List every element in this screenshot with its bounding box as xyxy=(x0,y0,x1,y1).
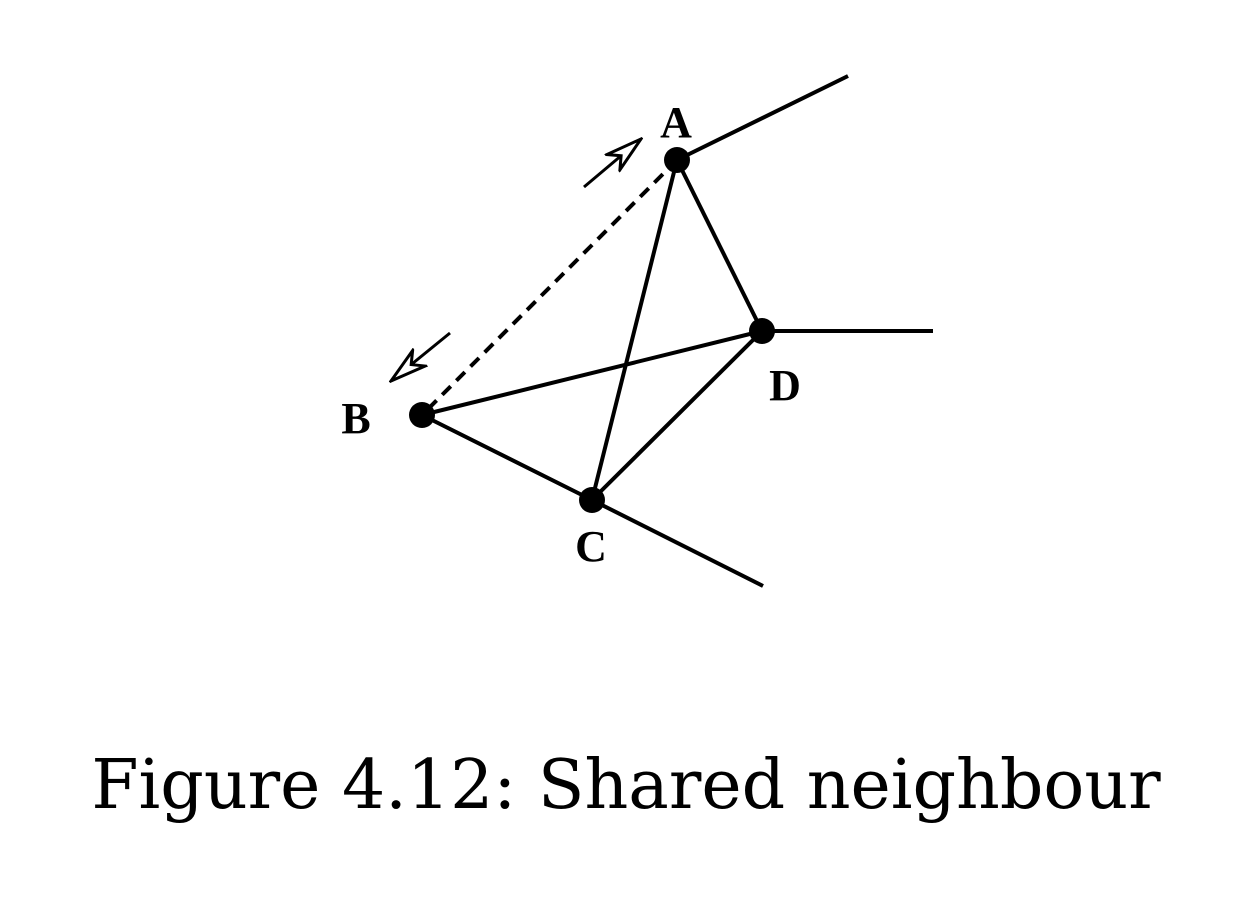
node-a-label: A xyxy=(660,98,692,147)
figure-caption: Figure 4.12: Shared neighbour xyxy=(91,746,1161,825)
arrow-toward-b-icon xyxy=(391,331,451,381)
edge-a-c xyxy=(590,159,679,501)
edge-a-b-dashed xyxy=(420,158,679,417)
arrow-toward-a-icon xyxy=(583,139,641,189)
edge-c-d xyxy=(590,329,764,502)
node-b-label: B xyxy=(341,394,370,443)
edge-a-d xyxy=(675,159,764,332)
node-d-label: D xyxy=(769,361,801,410)
node-b xyxy=(409,402,435,428)
node-c xyxy=(579,487,605,513)
edge-b-c xyxy=(421,413,593,502)
node-c-label: C xyxy=(575,522,607,571)
edge-a-external xyxy=(676,74,849,162)
node-d xyxy=(749,318,775,344)
node-a xyxy=(664,147,690,173)
edge-c-external xyxy=(591,498,764,588)
edge-b-d xyxy=(421,329,763,417)
